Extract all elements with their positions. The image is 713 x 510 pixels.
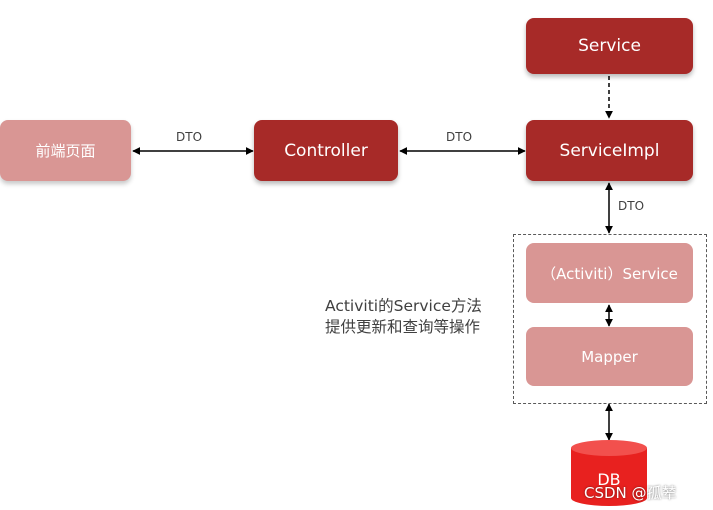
activiti-group [513,234,707,404]
frontend-page-label: 前端页面 [35,142,96,160]
activiti-service-label: （Activiti）Service [541,264,678,283]
mapper-box: Mapper [526,327,693,386]
controller-box: Controller [254,120,398,181]
activiti-note-line1: Activiti的Service方法 [325,297,482,315]
csdn-watermark: CSDN @孤辇 [584,484,677,502]
db-cylinder [571,440,647,506]
mapper-label: Mapper [581,347,638,366]
serviceimpl-label: ServiceImpl [559,140,660,161]
service-box: Service [526,18,693,74]
serviceimpl-box: ServiceImpl [526,120,693,181]
db-label: DB [597,470,621,489]
dto-label-controller-serviceimpl: DTO [446,130,473,144]
activiti-note-line2: 提供更新和查询等操作 [325,318,481,336]
frontend-page-box: 前端页面 [0,120,131,181]
activiti-service-box: （Activiti）Service [526,243,693,303]
controller-label: Controller [284,140,368,161]
activiti-note: Activiti的Service方法 提供更新和查询等操作 [325,296,482,338]
service-label: Service [578,36,641,56]
dto-label-serviceimpl-activiti: DTO [618,199,645,213]
dto-label-frontend-controller: DTO [176,130,203,144]
